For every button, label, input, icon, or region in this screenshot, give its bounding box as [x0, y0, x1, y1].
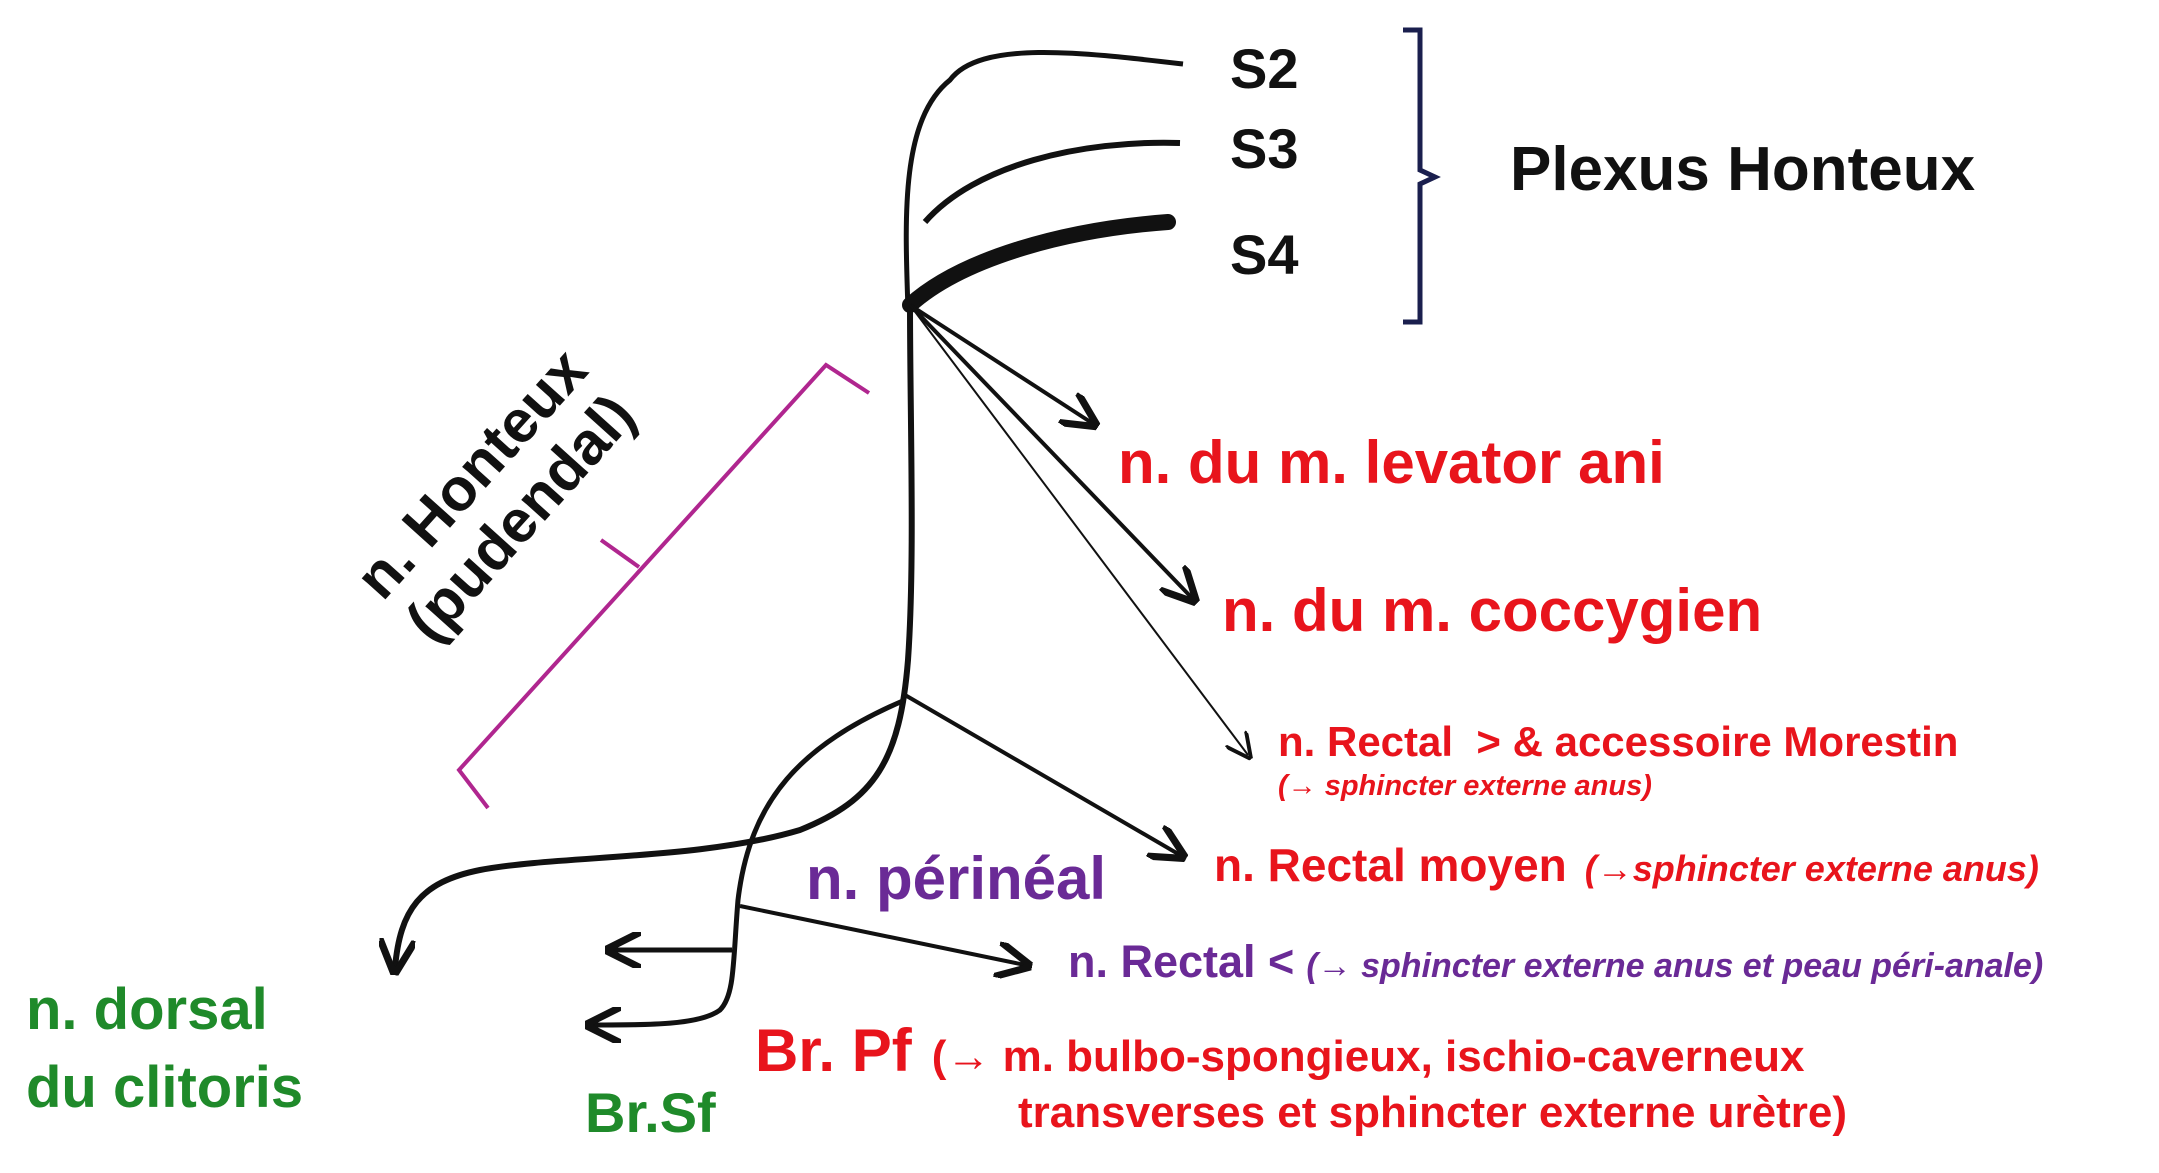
- rectal-sup-arrow: [909, 304, 1248, 755]
- rectal-moyen-note: (→sphincter externe anus): [1584, 848, 2039, 889]
- br-sf-label: Br.Sf: [585, 1081, 716, 1144]
- rectal-inf-arrow: [739, 904, 1025, 965]
- pudendal-trunk-line: [395, 304, 915, 968]
- rectal-inf-note: (→ sphincter externe anus et peau péri-a…: [1306, 947, 2044, 985]
- root-s4-line: [902, 214, 1176, 313]
- root-label-s3: S3: [1230, 117, 1299, 180]
- plexus-label: Plexus Honteux: [1510, 135, 1976, 204]
- br-pf-label: Br. Pf (→ m. bulbo-spongieux, ischio-cav…: [755, 1016, 1805, 1085]
- br-pf-name: Br. Pf: [755, 1017, 912, 1084]
- levator-ani-label: n. du m. levator ani: [1118, 429, 1665, 496]
- dorsal-nerve-label-line2: du clitoris: [26, 1055, 304, 1120]
- rectal-inf-name: n. Rectal <: [1068, 936, 1295, 987]
- rectal-inf-label: n. Rectal < (→ sphincter externe anus et…: [1068, 936, 2043, 988]
- coccygien-label: n. du m. coccygien: [1222, 577, 1763, 644]
- coccygien-arrow: [908, 303, 1192, 598]
- root-label-s2: S2: [1230, 37, 1299, 100]
- rectal-moyen-name: n. Rectal moyen: [1214, 839, 1567, 891]
- pudendal-bracket: [456, 362, 871, 810]
- rectal-moyen-arrow: [903, 693, 1180, 855]
- plexus-brace: [1403, 27, 1441, 325]
- br-pf-note-line1: (→ m. bulbo-spongieux, ischio-caverneux: [931, 1032, 1805, 1081]
- root-s2-line: [903, 50, 1184, 311]
- root-s3-line: [922, 139, 1181, 224]
- rectal-sup-note: (→ sphincter externe anus): [1278, 770, 1652, 802]
- perineal-label: n. périnéal: [806, 845, 1107, 912]
- perineal-trunk-line: [592, 697, 906, 1025]
- br-pf-note-line2: transverses et sphincter externe urètre): [1018, 1088, 1848, 1137]
- rectal-moyen-label: n. Rectal moyen (→sphincter externe anus…: [1214, 838, 2039, 892]
- levator-ani-arrow: [908, 303, 1092, 423]
- dorsal-nerve-label-line1: n. dorsal: [26, 977, 268, 1042]
- root-label-s4: S4: [1230, 223, 1299, 286]
- rectal-sup-label: n. Rectal > & accessoire Morestin: [1278, 718, 1959, 765]
